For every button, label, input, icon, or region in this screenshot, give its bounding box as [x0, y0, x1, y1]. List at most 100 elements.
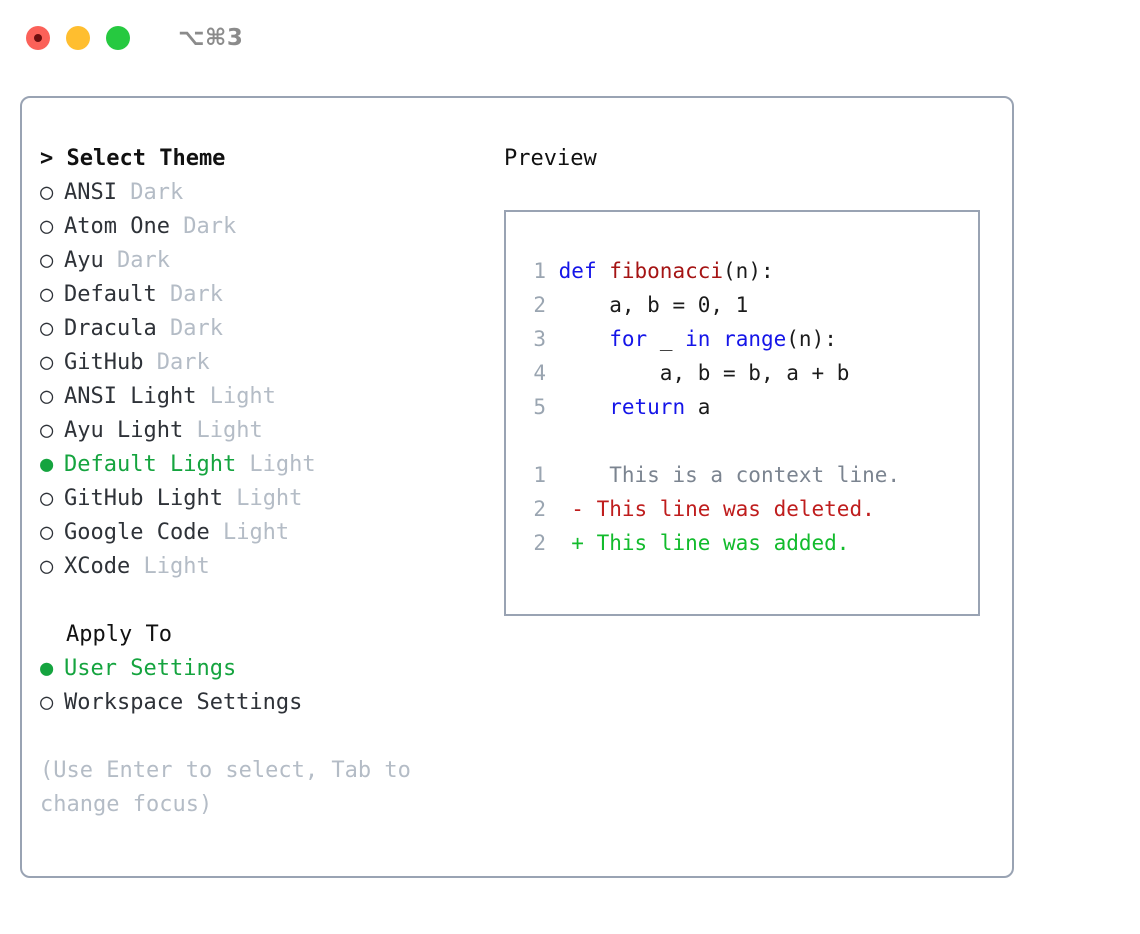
theme-option-default-light[interactable]: ●Default Light Light [40, 448, 500, 482]
diff-line-number: 1 [533, 463, 546, 487]
preview-heading: Preview [504, 146, 597, 171]
keyboard-shortcut-label: ⌥⌘3 [178, 25, 244, 51]
preview-pane: Preview 1 def fibonacci(n):2 a, b = 0, 1… [500, 142, 1012, 876]
theme-selector-dialog: > Select Theme ○ANSI Dark○Atom One Dark○… [20, 96, 1014, 878]
code-gutter-space [546, 395, 559, 419]
code-line-number: 3 [533, 327, 546, 351]
theme-option-kind-badge: Light [236, 452, 316, 477]
theme-option-ansi-light[interactable]: ○ANSI Light Light [40, 380, 500, 414]
theme-option-label: Ayu Light [64, 418, 184, 443]
code-gutter-space [546, 293, 559, 317]
theme-option-label: GitHub Light [64, 486, 223, 511]
radio-unselected-icon: ○ [40, 214, 54, 239]
theme-list-pane: > Select Theme ○ANSI Dark○Atom One Dark○… [22, 142, 500, 876]
hint-spacer [40, 720, 500, 754]
theme-option-xcode[interactable]: ○ XCode Light [40, 550, 500, 584]
code-token: (n): [786, 327, 837, 351]
code-gutter-space [546, 259, 559, 283]
theme-option-kind-badge: Light [183, 418, 263, 443]
theme-option-google-code[interactable]: ○ Google Code Light [40, 516, 500, 550]
code-token: range [723, 327, 787, 351]
theme-option-kind-badge: Dark [116, 180, 184, 205]
code-gutter-space [546, 361, 559, 385]
theme-option-label: Dracula [64, 316, 157, 341]
apply-to-option-list[interactable]: ●User Settings○Workspace Settings [40, 652, 500, 720]
code-token: a, b = b, a + b [558, 361, 850, 385]
radio-unselected-icon: ○ [40, 520, 54, 545]
theme-option-atom-one[interactable]: ○ Atom One Dark [40, 210, 500, 244]
code-token [710, 327, 723, 351]
theme-option-github[interactable]: ○GitHub Dark [40, 346, 500, 380]
diff-line-number: 2 [533, 531, 546, 555]
diff-line: 1 This is a context line. [520, 458, 978, 492]
theme-option-kind-badge: Light [130, 554, 210, 579]
apply-to-option-workspace-settings[interactable]: ○Workspace Settings [40, 686, 500, 720]
code-line-number: 5 [533, 395, 546, 419]
radio-unselected-icon: ○ [40, 316, 54, 341]
theme-option-label: XCode [64, 554, 131, 579]
theme-option-kind-badge: Dark [156, 282, 223, 307]
radio-unselected-icon: ○ [40, 248, 54, 273]
diff-marker: + [546, 531, 584, 555]
radio-unselected-icon: ○ [40, 418, 54, 443]
theme-option-github-light[interactable]: ○GitHub Light Light [40, 482, 500, 516]
code-line: 2 a, b = 0, 1 [520, 288, 978, 322]
diff-marker [546, 463, 584, 487]
code-token: _ [647, 327, 686, 351]
diff-line: 2 - This line was deleted. [520, 492, 978, 526]
minimize-window-button[interactable] [66, 26, 90, 50]
theme-option-kind-badge: Dark [103, 248, 170, 273]
theme-option-label: ANSI [64, 180, 117, 205]
code-diff-separator [520, 424, 978, 458]
title-bar: ⌥⌘3 [0, 0, 1140, 76]
theme-option-kind-badge: Dark [143, 350, 210, 375]
close-window-button[interactable] [26, 26, 50, 50]
code-token [559, 395, 610, 419]
diff-line-text: This line was deleted. [583, 497, 875, 521]
code-token: fibonacci [609, 259, 724, 283]
theme-option-kind-badge: Dark [169, 214, 237, 239]
apply-to-option-label: Workspace Settings [64, 690, 303, 715]
theme-option-label: Default [64, 282, 157, 307]
theme-option-label: Atom One [64, 214, 170, 239]
code-gutter-space [546, 327, 559, 351]
radio-unselected-icon: ○ [40, 554, 54, 579]
diff-line-number: 2 [533, 497, 546, 521]
theme-option-label: Default Light [64, 452, 237, 477]
code-token: (n): [723, 259, 774, 283]
code-line: 3 for _ in range(n): [520, 322, 978, 356]
diff-line-text: This is a context line. [583, 463, 901, 487]
diff-line-text: This line was added. [583, 531, 850, 555]
code-token: a, b = 0, 1 [558, 293, 749, 317]
theme-option-ayu-light[interactable]: ○ Ayu Light Light [40, 414, 500, 448]
code-line: 5 return a [520, 390, 978, 424]
keyboard-hint-text: (Use Enter to select, Tab to change focu… [40, 758, 425, 817]
code-token [559, 327, 610, 351]
theme-option-ansi[interactable]: ○ ANSI Dark [40, 176, 500, 210]
apply-to-option-label: User Settings [64, 656, 237, 681]
radio-unselected-icon: ○ [40, 350, 54, 375]
theme-option-kind-badge: Light [209, 520, 290, 545]
apply-to-option-user-settings[interactable]: ●User Settings [40, 652, 500, 686]
radio-unselected-icon: ○ [40, 486, 54, 511]
theme-option-ayu[interactable]: ○Ayu Dark [40, 244, 500, 278]
apply-to-heading: Apply To [66, 622, 172, 647]
theme-option-list[interactable]: ○ANSI Dark○Atom One Dark○Ayu Dark○Defaul… [40, 176, 500, 584]
theme-option-dracula[interactable]: ○ Dracula Dark [40, 312, 500, 346]
theme-option-kind-badge: Dark [156, 316, 223, 341]
diff-marker: - [546, 497, 584, 521]
radio-unselected-icon: ○ [40, 180, 54, 205]
traffic-lights [26, 26, 130, 50]
diff-line: 2 + This line was added. [520, 526, 978, 560]
theme-option-default[interactable]: ○Default Dark [40, 278, 500, 312]
select-theme-heading: > Select Theme [40, 146, 226, 171]
theme-option-label: Google Code [64, 520, 210, 545]
maximize-window-button[interactable] [106, 26, 130, 50]
radio-unselected-icon: ○ [40, 384, 54, 409]
theme-option-kind-badge: Light [196, 384, 276, 409]
code-token: in [685, 327, 711, 351]
code-token: for [609, 327, 648, 351]
